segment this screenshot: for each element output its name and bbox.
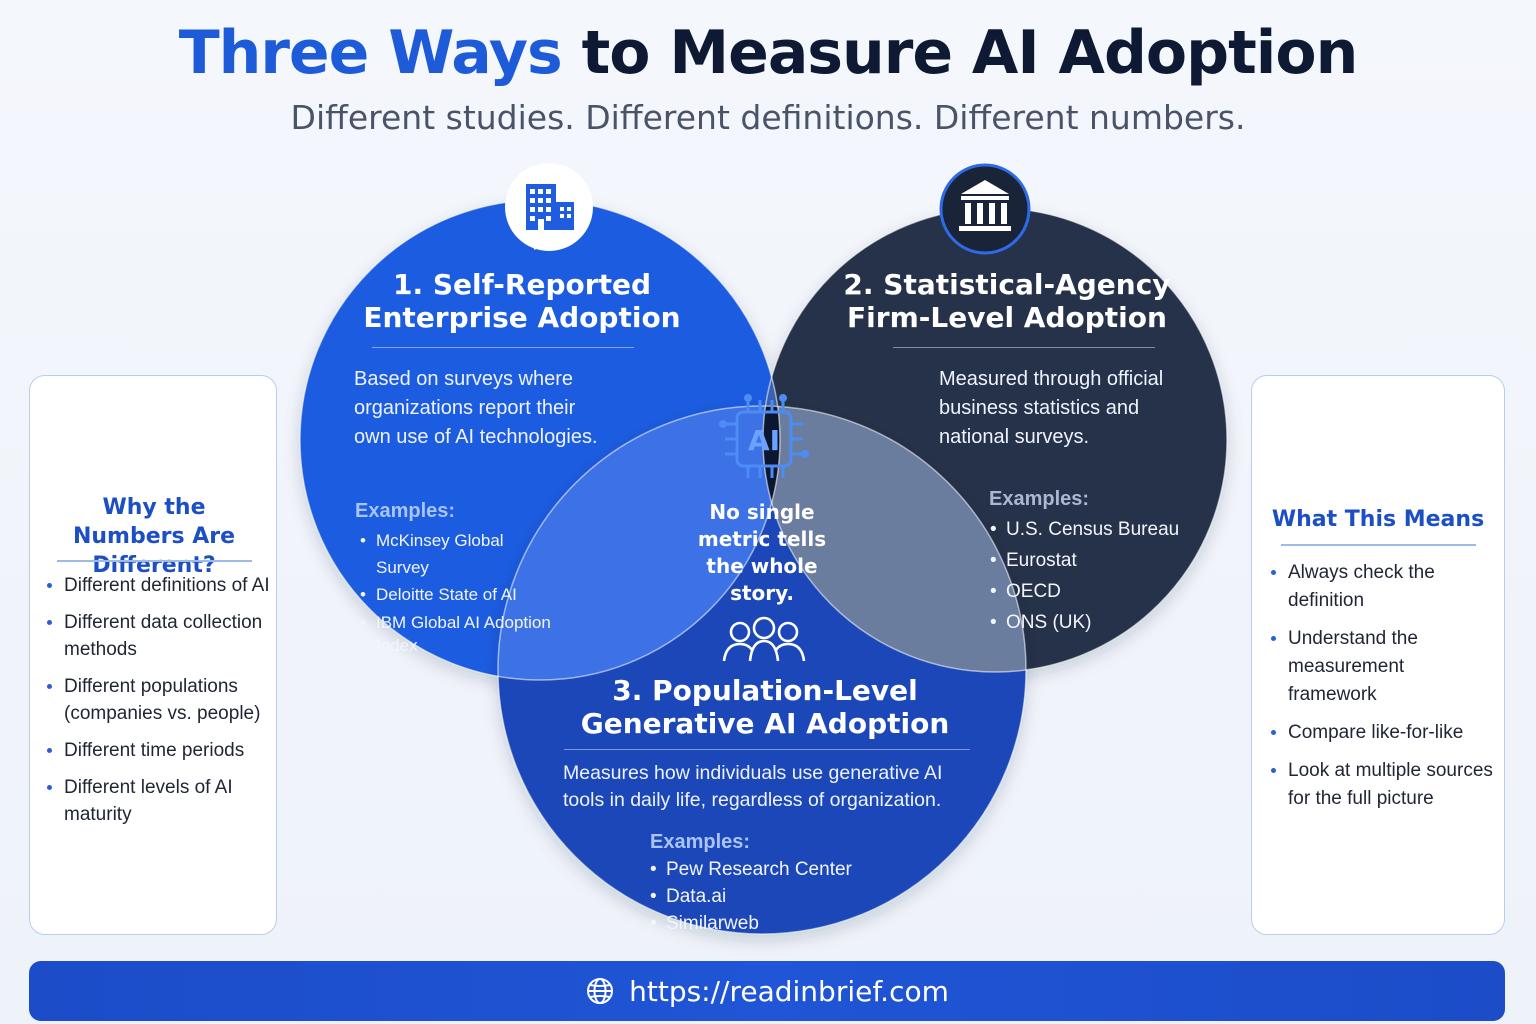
circle-3-divider bbox=[564, 749, 970, 750]
list-item: Different data collection methods bbox=[30, 609, 270, 663]
circle-2-description: Measured through official business stati… bbox=[939, 368, 1164, 448]
right-card-title: What This Means bbox=[1271, 507, 1485, 532]
center-message: No single metric tells the whole story. bbox=[697, 500, 827, 605]
circle-1-divider bbox=[372, 347, 634, 348]
list-item: McKinsey Global Survey bbox=[356, 527, 556, 581]
circle-2-divider bbox=[893, 347, 1155, 348]
people-group-icon bbox=[722, 616, 806, 662]
building-icon bbox=[505, 163, 593, 251]
list-item: Eurostat bbox=[986, 545, 1186, 576]
circle-1-description: Based on surveys where organizations rep… bbox=[354, 368, 598, 448]
left-card-title: Why the Numbers Are Different? bbox=[72, 495, 236, 578]
list-item: Different time periods bbox=[30, 737, 270, 764]
list-item: Different populations (companies vs. peo… bbox=[30, 673, 270, 727]
left-card-divider bbox=[57, 560, 252, 562]
list-item: Data.ai bbox=[646, 883, 876, 910]
circle-3-title-line1: 3. Population-Level bbox=[612, 674, 918, 707]
list-item: Deloitte State of AI bbox=[356, 581, 556, 608]
circle-3-description: Measures how individuals use generative … bbox=[563, 762, 943, 811]
left-card-list: Different definitions of AI Different da… bbox=[30, 572, 270, 838]
list-item: Understand the measurement framework bbox=[1254, 625, 1494, 709]
list-item: ONS (UK) bbox=[986, 607, 1186, 638]
right-card-divider bbox=[1281, 544, 1476, 546]
overlap-statistical-population bbox=[763, 406, 1026, 672]
list-item: U.S. Census Bureau bbox=[986, 514, 1186, 545]
list-item: Different levels of AI maturity bbox=[30, 774, 270, 828]
page-subtitle: Different studies. Different definitions… bbox=[290, 98, 1246, 137]
government-building-icon bbox=[939, 163, 1031, 255]
circle-3-title-line2: Generative AI Adoption bbox=[580, 707, 950, 740]
circle-2-title: 2. Statistical-Agency Firm-Level Adoptio… bbox=[832, 268, 1182, 334]
circle-1-examples-list: McKinsey Global Survey Deloitte State of… bbox=[356, 527, 556, 657]
circle-1-title-line1: 1. Self-Reported bbox=[393, 268, 651, 301]
list-item: Different definitions of AI bbox=[30, 572, 270, 599]
right-card-list: Always check the definition Understand t… bbox=[1254, 559, 1494, 823]
circle-1-examples-label: Examples: bbox=[355, 500, 456, 522]
ai-chip-icon bbox=[719, 394, 809, 478]
circle-2-examples-list: U.S. Census Bureau Eurostat OECD ONS (UK… bbox=[986, 514, 1186, 638]
circle-3-title: 3. Population-Level Generative AI Adopti… bbox=[570, 674, 960, 740]
footer-url-link[interactable]: https://readinbrief.com bbox=[629, 974, 949, 1008]
list-item: Similarweb bbox=[646, 910, 876, 937]
list-item: IBM Global AI Adoption Index bbox=[356, 611, 556, 657]
footer-bar: https://readinbrief.com bbox=[29, 961, 1505, 1021]
what-this-means-card bbox=[1251, 375, 1505, 935]
list-item: Pew Research Center bbox=[646, 856, 876, 883]
circle-3-examples-list: Pew Research Center Data.ai Similarweb bbox=[646, 856, 876, 937]
list-item: Look at multiple sources for the full pi… bbox=[1254, 757, 1494, 813]
page-title: Three Ways to Measure AI Adoption bbox=[0, 18, 1536, 88]
circle-2-examples-label: Examples: bbox=[989, 488, 1090, 510]
title-rest: to Measure AI Adoption bbox=[561, 18, 1359, 88]
list-item: Always check the definition bbox=[1254, 559, 1494, 615]
list-item: Compare like-for-like bbox=[1254, 719, 1494, 747]
circle-1-title: 1. Self-Reported Enterprise Adoption bbox=[352, 268, 692, 334]
circle-2-title-line2: Firm-Level Adoption bbox=[847, 301, 1167, 334]
circle-1-title-line2: Enterprise Adoption bbox=[363, 301, 681, 334]
ai-chip-label: AI bbox=[748, 424, 780, 457]
header: Three Ways to Measure AI Adoption Differ… bbox=[0, 18, 1536, 137]
why-numbers-different-card bbox=[29, 375, 277, 935]
circle-2-title-line1: 2. Statistical-Agency bbox=[843, 268, 1171, 301]
list-item: OECD bbox=[986, 576, 1186, 607]
circle-3-examples-label: Examples: bbox=[650, 831, 751, 853]
title-accent: Three Ways bbox=[178, 18, 563, 88]
globe-icon bbox=[587, 978, 614, 1004]
